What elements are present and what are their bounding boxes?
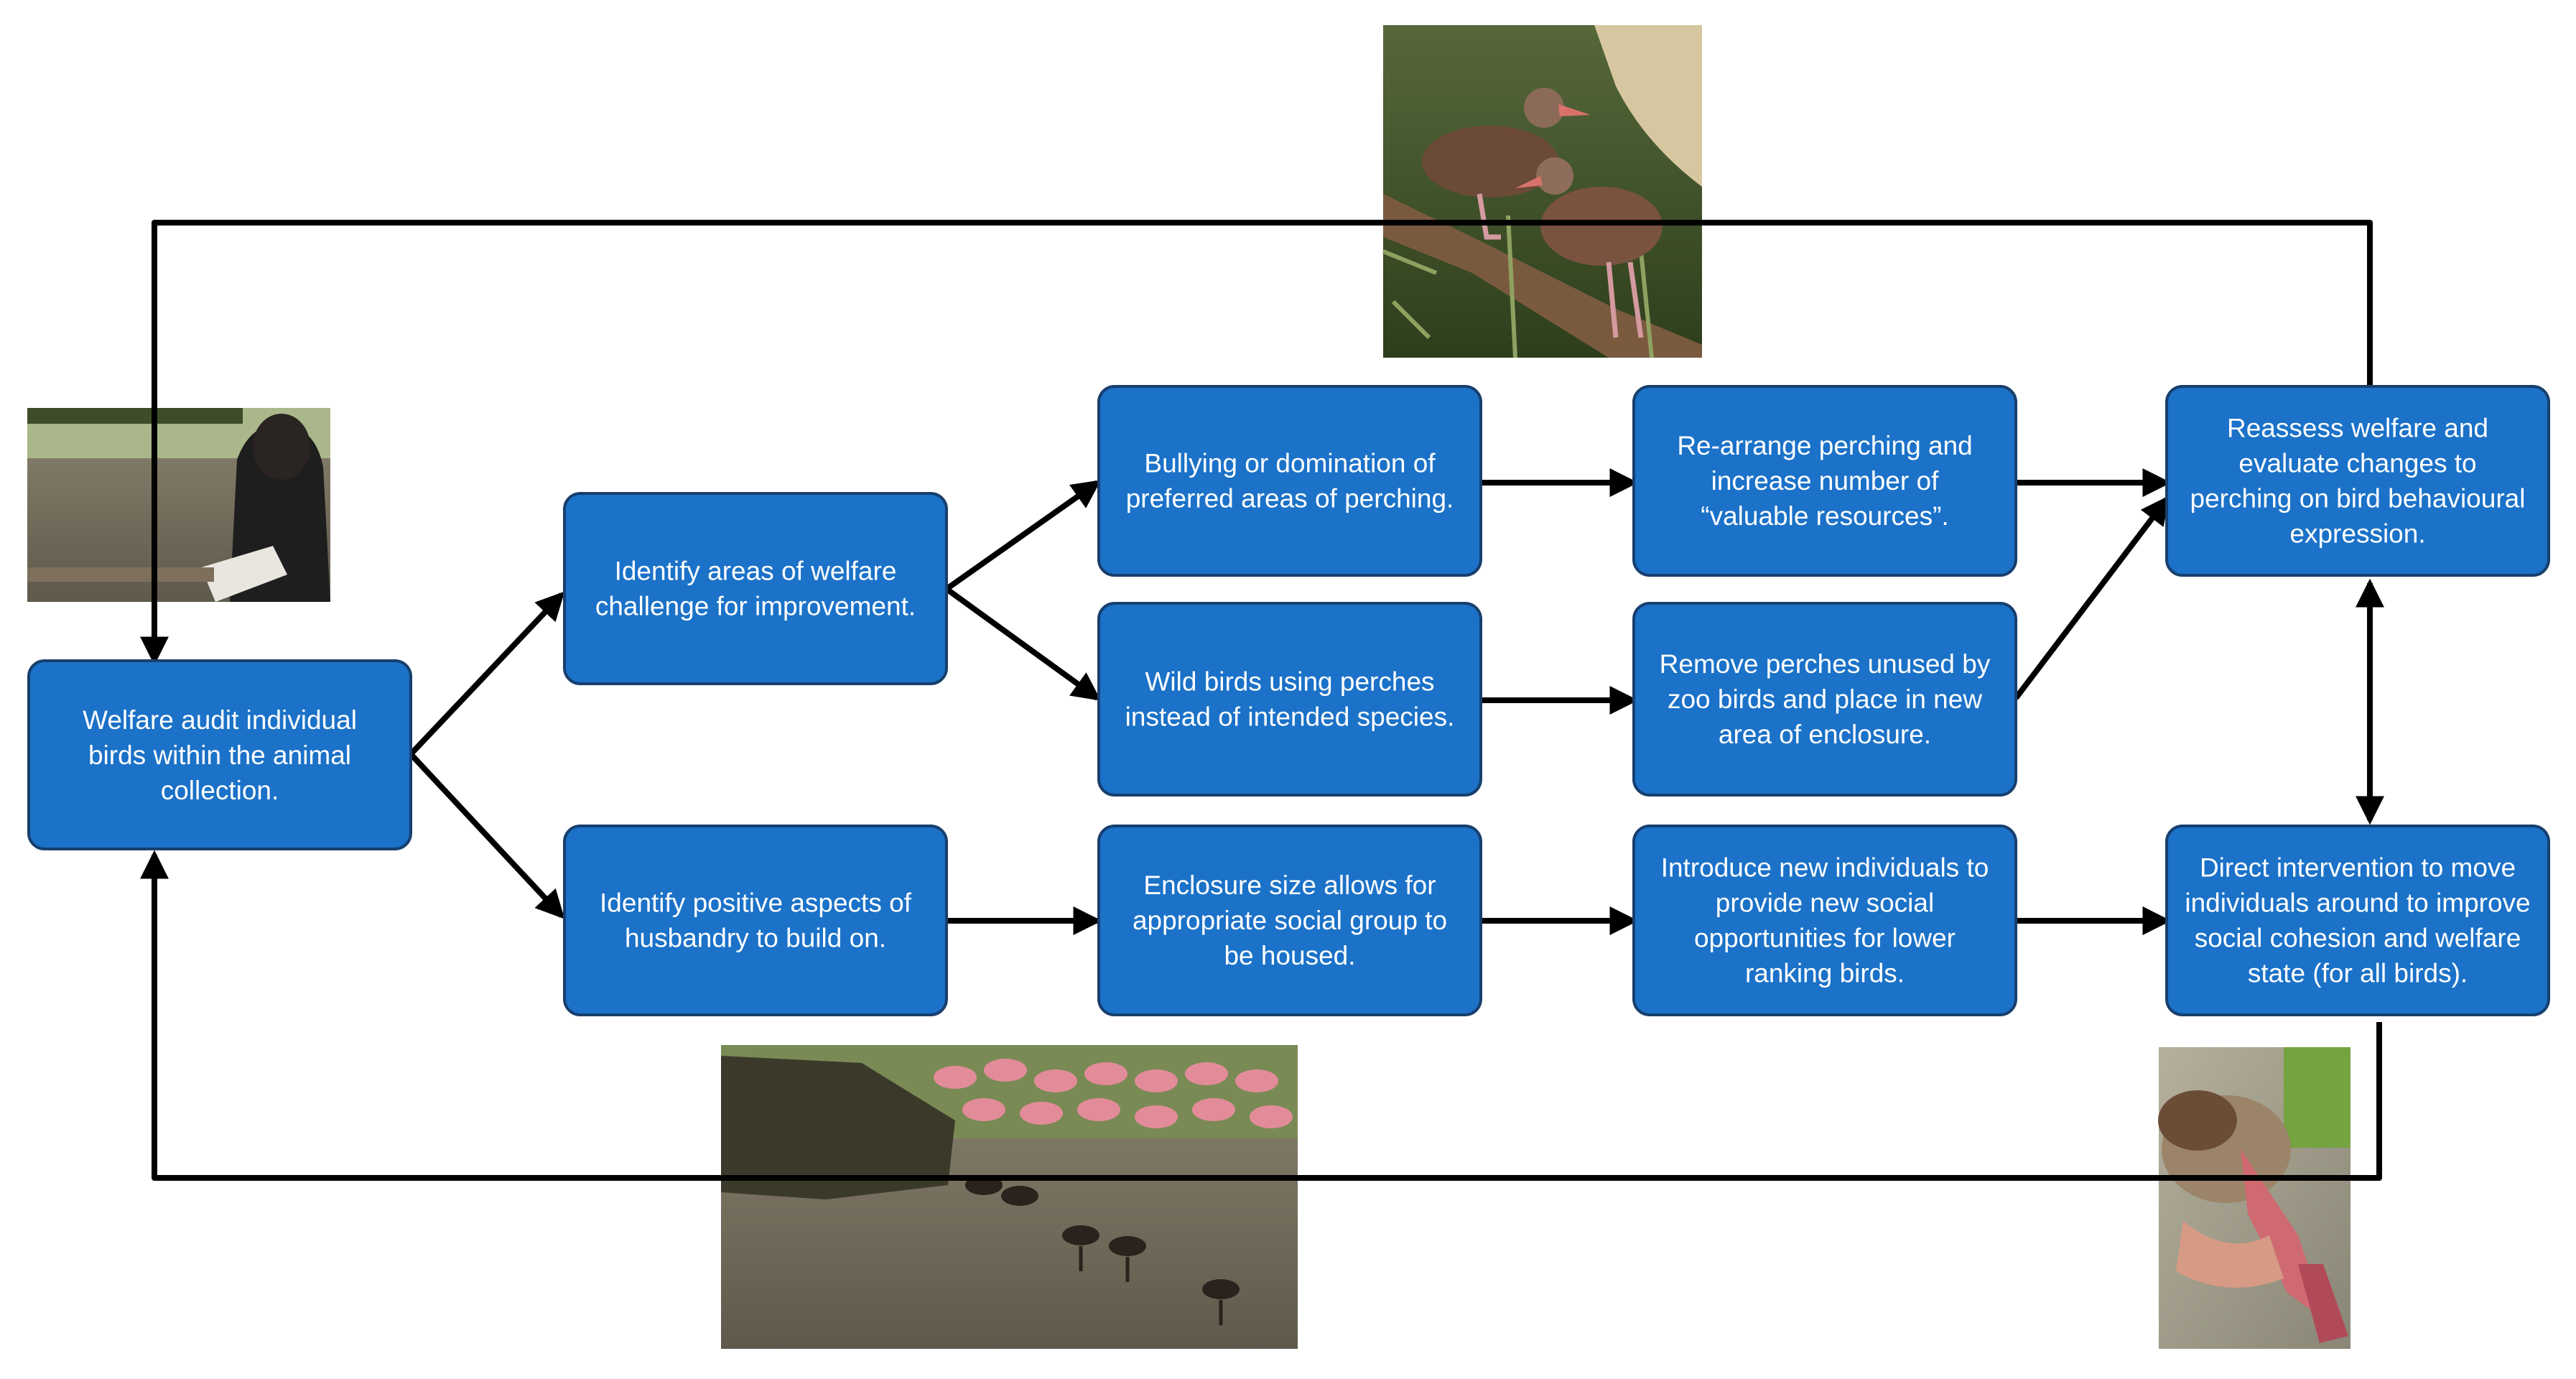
connector-challenge-wild bbox=[944, 586, 1102, 701]
connector-top-loop bbox=[140, 220, 2373, 666]
connector-audit-positive bbox=[409, 752, 565, 919]
connector-remove-reassess bbox=[2013, 495, 2170, 700]
connector-challenge-bullying bbox=[944, 480, 1102, 592]
connector-bottom-loop bbox=[140, 850, 2382, 1181]
connector-audit-challenge bbox=[409, 591, 565, 756]
photo-auditor bbox=[27, 408, 330, 602]
photo-ducks-on-branch bbox=[1382, 25, 1702, 358]
photo-duck-in-hand bbox=[2158, 1047, 2351, 1349]
photo-flamingo-pond bbox=[721, 1045, 1298, 1349]
connectors bbox=[140, 220, 2384, 1181]
